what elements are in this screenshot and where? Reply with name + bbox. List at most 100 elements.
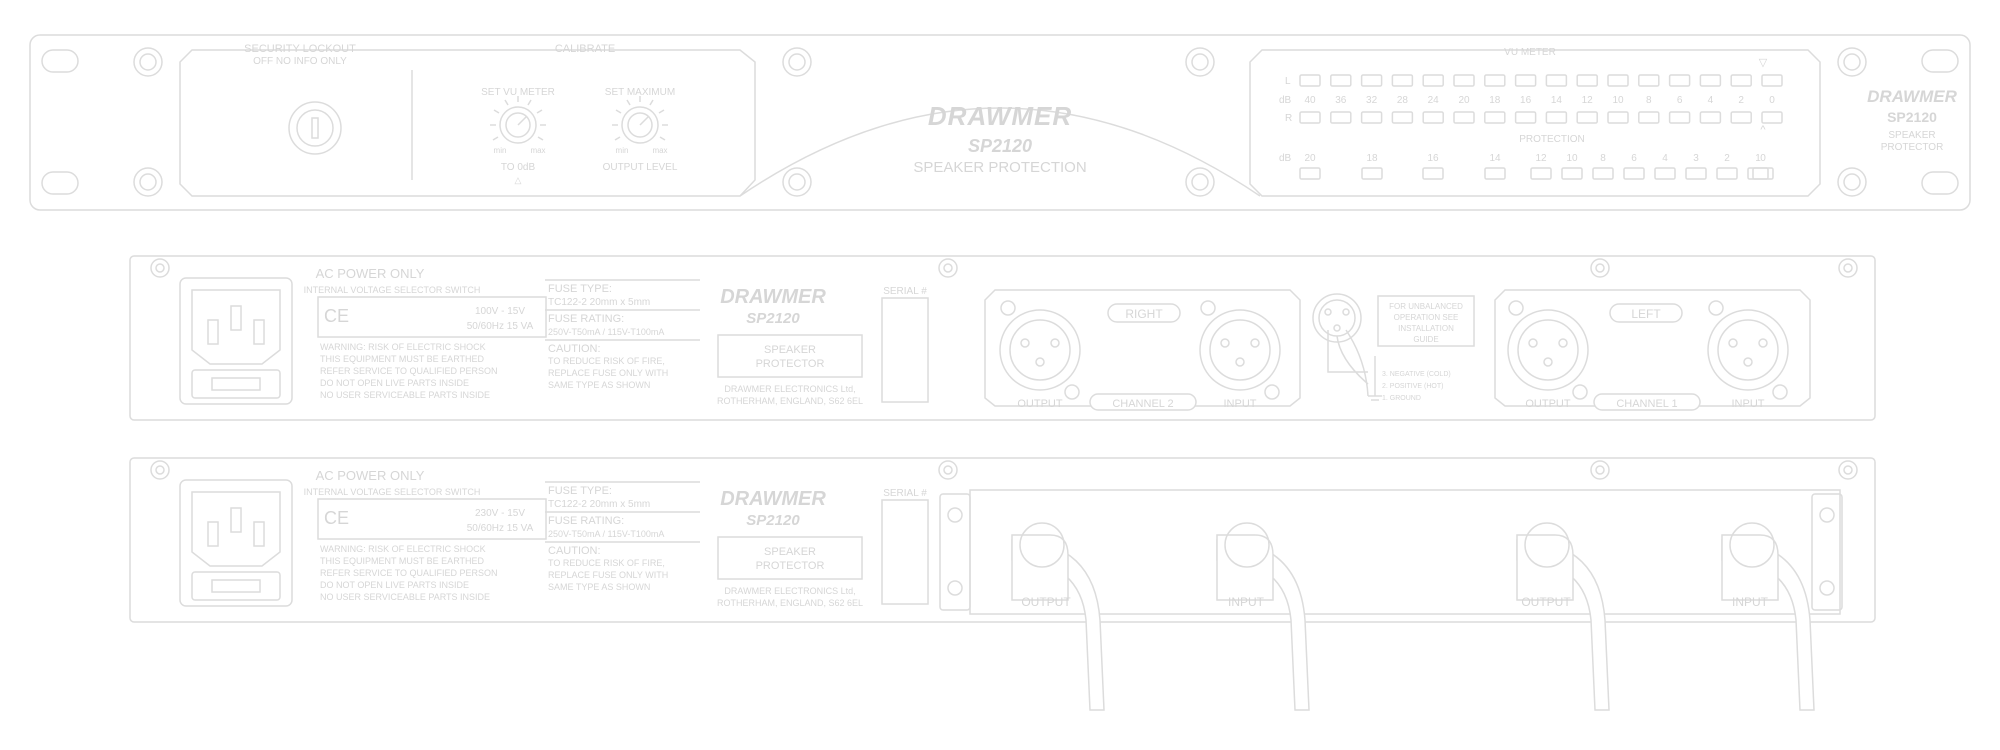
rack-slot-tl [41,49,79,73]
cable-output-ch2[interactable] [1011,522,1105,711]
xlr-input-ch1[interactable] [1707,300,1789,400]
vu-scale-label: 24 [1428,95,1440,106]
rear-panel-xlr: AC POWER ONLY INTERNAL VOLTAGE SELECTOR … [129,255,1876,421]
control-window [179,49,756,197]
xlr-pinout-icon [1312,293,1382,401]
rear-screw [1590,460,1610,480]
iec-power-inlet[interactable] [179,277,293,405]
protection-scale-label: 10 [1566,153,1578,164]
iec-power-inlet[interactable] [179,479,293,607]
rating-box [317,296,547,338]
ac-title: AC POWER ONLY [316,468,425,483]
protection-scale-label: 14 [1489,153,1501,164]
right-badge [1107,303,1181,323]
rating-box [317,498,547,540]
protection-led [1685,167,1707,180]
warning-line: DO NOT OPEN LIVE PARTS INSIDE [320,580,469,590]
cable-input-ch1[interactable] [1721,522,1815,711]
vu-calibrate-knob[interactable] [490,96,546,144]
protection-led [1361,167,1383,180]
max-output-knob[interactable] [612,96,668,144]
fuse-rating-title: FUSE RATING: [548,515,624,527]
vu-scale-label: 32 [1366,95,1378,106]
left-badge [1609,303,1683,323]
vu-led-left [1545,74,1568,87]
vu-led-right [1545,111,1568,124]
channel-1-label: CHANNEL 1 [1616,398,1677,410]
front-screw [133,167,163,197]
vu-led-left [1576,74,1598,87]
cable-output-ch1[interactable] [1516,522,1610,711]
protection-scale-label: 16 [1427,153,1439,164]
vu-knob-sub: TO 0dB [501,162,536,173]
security-lock-icon[interactable] [288,101,342,155]
pin-line: 3. NEGATIVE (COLD) [1382,371,1451,378]
cover-plate [969,489,1841,615]
vu-led-left [1422,74,1444,87]
front-screw [1185,167,1215,197]
warning-line: WARNING: RISK OF ELECTRIC SHOCK [320,544,486,554]
front-screw [133,47,163,77]
vu-scale-label: 40 [1304,95,1316,106]
ch2-output-label: OUTPUT [1017,398,1063,410]
xlr-output-ch2[interactable] [999,300,1081,400]
channel-2-block [984,289,1301,407]
ce-mark: CE [324,508,349,528]
vu-scale-label: 12 [1582,95,1594,106]
warning-line: REFER SERVICE TO QUALIFIED PERSON [320,366,498,376]
prot-unit: dB [1279,153,1292,164]
ch2-input-label: INPUT [1224,398,1257,410]
cable-input-ch2[interactable] [1216,522,1310,711]
caution-line: REPLACE FUSE ONLY WITH [548,368,668,378]
vu-led-right [1391,111,1414,124]
rear2-panel-outline [129,457,1876,623]
vu-led-right [1484,111,1506,124]
rear-brand: DRAWMER [720,488,826,510]
front-brand: DRAWMER [928,101,1072,131]
cover-plate-left [939,493,971,611]
vu-scale-label: 8 [1646,95,1652,106]
vu-scale-label: 6 [1677,95,1683,106]
vu-led-right [1453,111,1475,124]
protection-scale-label: 6 [1631,153,1637,164]
vu-scale-label: 18 [1489,95,1501,106]
caution-line: TO REDUCE RISK OF FIRE, [548,558,665,568]
cabled-output-ch1-label: OUTPUT [1521,595,1571,609]
vu-scale-label: 28 [1397,95,1409,106]
cabled-input-ch2-label: INPUT [1228,595,1265,609]
warning-line: THIS EQUIPMENT MUST BE EARTHED [320,556,485,566]
front-panel: SECURITY LOCKOUT OFF NO INFO ONLY CALIBR… [29,34,1971,211]
security-subtitle: OFF NO INFO ONLY [253,56,347,67]
calibrate-title: CALIBRATE [555,43,615,55]
fuse-rating: 250V-T50mA / 115V-T100mA [548,529,664,539]
front-screw [782,167,812,197]
product-line2: PROTECTOR [756,358,825,370]
vu-window [1249,49,1821,197]
xlr-output-ch1[interactable] [1507,300,1589,400]
vu-led-right [1730,111,1752,124]
front-product: SPEAKER PROTECTION [913,159,1086,176]
vu-led-right [1699,111,1722,124]
max-knob-min: min [616,146,629,155]
max-knob-label: SET MAXIMUM [605,87,675,98]
vu-led-left [1761,74,1783,87]
protection-led [1422,167,1444,180]
warning-line: NO USER SERVICEABLE PARTS INSIDE [320,390,490,400]
xlr-input-ch2[interactable] [1199,300,1281,400]
front-screw [782,47,812,77]
vu-led-right [1360,111,1383,124]
protection-scale-label: 0 [1760,153,1766,164]
product-line2: PROTECTOR [756,560,825,572]
caution-line: REPLACE FUSE ONLY WITH [548,570,668,580]
rear-panel-cabled: AC POWER ONLY INTERNAL VOLTAGE SELECTOR … [129,457,1876,711]
rear-screw [947,507,963,596]
protection-title: PROTECTION [1519,134,1585,145]
serial-label: SERIAL # [883,286,927,297]
protection-led [1716,167,1738,180]
protection-scale-label: 8 [1600,153,1606,164]
caution-title: CAUTION: [548,343,601,355]
unbal-line: OPERATION SEE [1394,313,1459,322]
protection-led [1299,167,1321,180]
rear-screw [150,258,170,278]
